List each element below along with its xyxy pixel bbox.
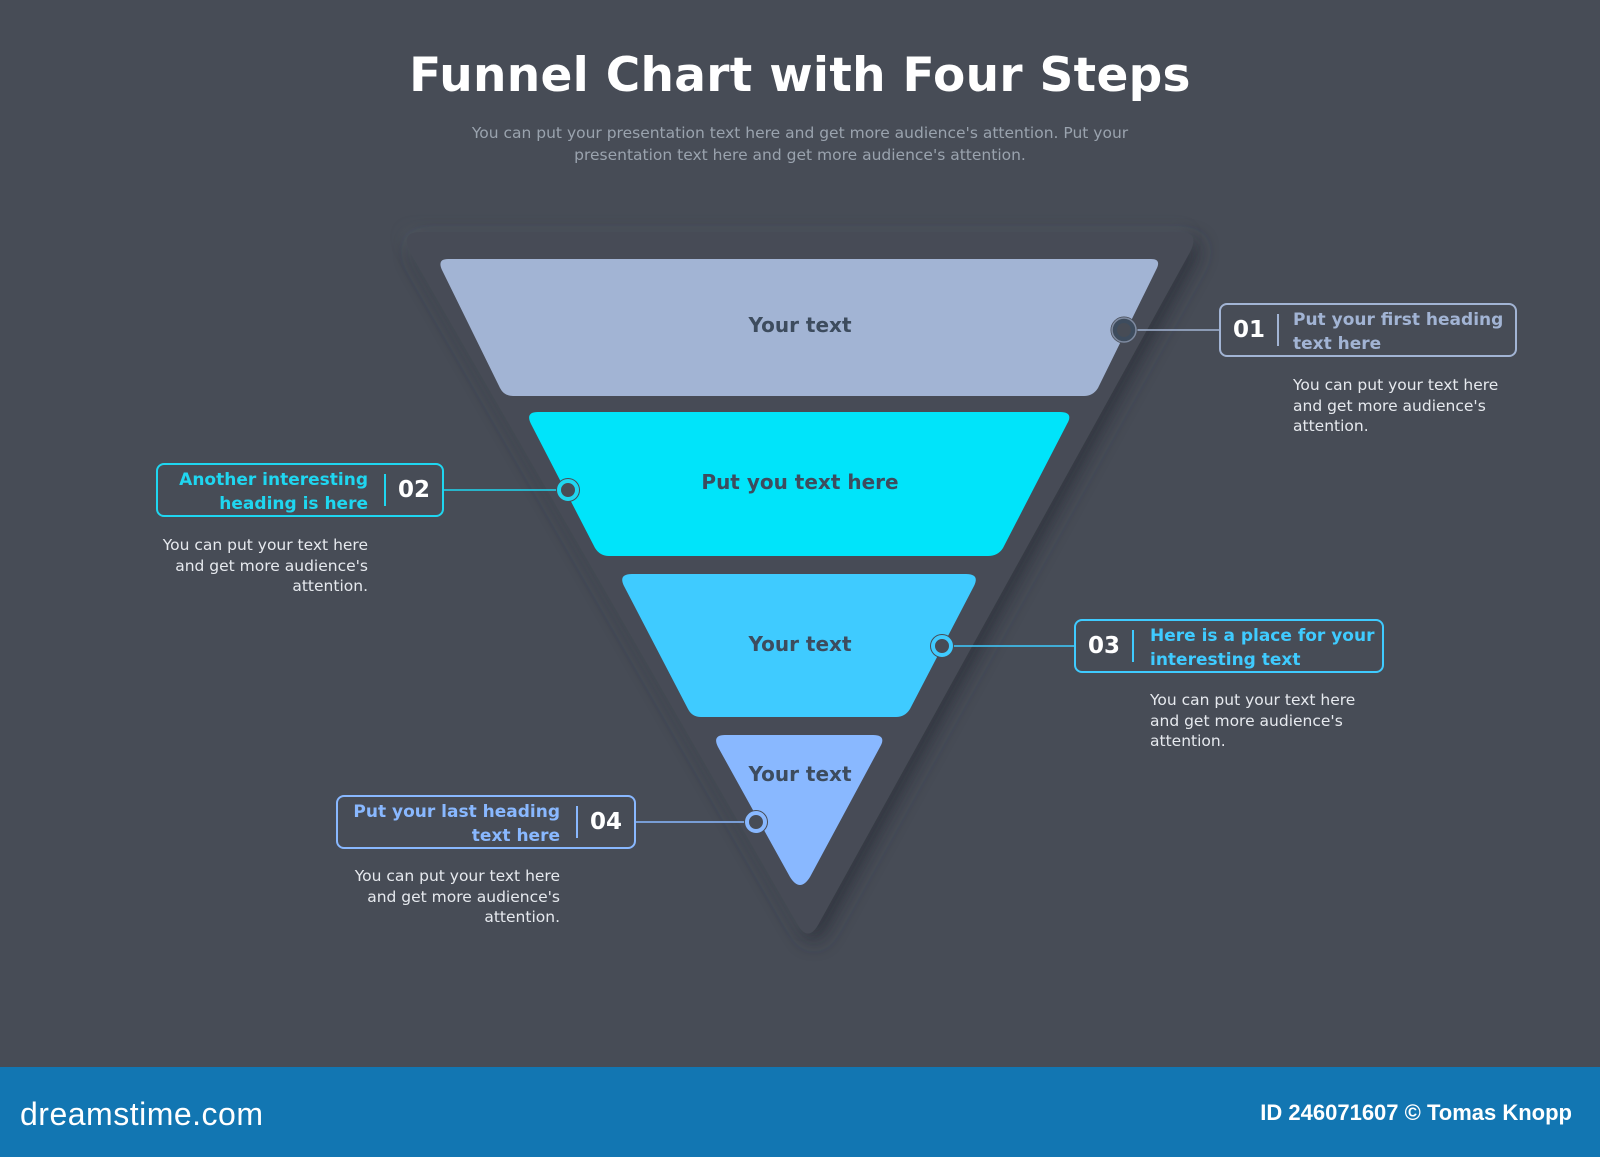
callout-heading-03-line-2: interesting text <box>1150 650 1301 670</box>
callout-description-01: You can put your text here and get more … <box>1293 375 1523 437</box>
callout-description-04: You can put your text here and get more … <box>330 866 560 928</box>
funnel-segment-2 <box>529 412 1070 556</box>
funnel-segment-4 <box>716 735 883 885</box>
callout-heading-02: Another interesting heading is here <box>179 468 368 516</box>
callout-heading-01-line-1: Put your first heading <box>1293 310 1504 330</box>
connector-dot-3 <box>930 634 954 658</box>
callout-box-02: Another interesting heading is here 02 <box>156 463 444 517</box>
funnel-segment-3-label: Your text <box>748 632 852 656</box>
callout-number-04: 04 <box>589 809 622 835</box>
callout-number-01: 01 <box>1232 317 1265 343</box>
callout-heading-04: Put your last heading text here <box>353 800 560 848</box>
callout-heading-04-line-2: text here <box>471 826 560 846</box>
funnel-segment-1-label: Your text <box>748 313 852 337</box>
watermark-logo: dreamstime.com <box>20 1096 264 1132</box>
callout-description-01-line-1: You can put your text here <box>1293 376 1499 394</box>
funnel-diagram <box>406 232 1219 934</box>
callout-description-02: You can put your text here and get more … <box>138 535 368 597</box>
callout-description-03-line-2: and get more audience's <box>1150 711 1343 730</box>
callout-box-04: Put your last heading text here 04 <box>336 795 636 849</box>
callout-heading-02-line-1: Another interesting <box>179 470 368 490</box>
page-subtitle: You can put your presentation text here … <box>460 122 1140 166</box>
callout-heading-04-line-1: Put your last heading <box>353 802 560 822</box>
watermark-credit: ID 246071607 © Tomas Knopp <box>1260 1100 1572 1125</box>
callout-heading-02-line-2: heading is here <box>219 494 368 514</box>
funnel-segment-1 <box>440 259 1159 396</box>
funnel-segment-3 <box>622 574 976 717</box>
subtitle-line-1: You can put your presentation text here … <box>471 124 1129 142</box>
callout-description-04-line-1: You can put your text here <box>354 867 560 885</box>
callout-heading-01-line-2: text here <box>1293 334 1382 354</box>
page-title: Funnel Chart with Four Steps <box>409 48 1191 103</box>
callout-description-02-line-1: You can put your text here <box>162 536 368 554</box>
callout-description-04-line-2: and get more audience's <box>367 887 560 906</box>
callout-heading-03-line-1: Here is a place for your <box>1150 626 1375 646</box>
callout-box-03: 03 Here is a place for your interesting … <box>1074 619 1384 673</box>
connector-dot-1 <box>1110 316 1138 344</box>
funnel-segment-4-label: Your text <box>748 762 852 786</box>
callout-description-02-line-2: and get more audience's <box>175 556 368 575</box>
funnel-segment-2-label: Put you text here <box>701 470 899 494</box>
callout-description-01-line-2: and get more audience's <box>1293 396 1486 415</box>
callout-number-02: 02 <box>397 477 430 503</box>
watermark-footer-bar <box>0 1067 1600 1157</box>
connector-dot-4 <box>744 810 768 834</box>
callout-description-02-line-3: attention. <box>292 577 368 595</box>
callout-number-03: 03 <box>1087 633 1120 659</box>
infographic-canvas: Funnel Chart with Four Steps You can put… <box>138 48 1523 934</box>
callout-box-01: 01 Put your first heading text here <box>1219 303 1517 357</box>
subtitle-line-2: presentation text here and get more audi… <box>574 146 1026 164</box>
connector-dot-2 <box>556 478 580 502</box>
callout-heading-03: Here is a place for your interesting tex… <box>1150 624 1374 672</box>
callout-divider-04 <box>576 806 578 838</box>
callout-heading-01: Put your first heading text here <box>1293 308 1503 356</box>
callout-divider-02 <box>384 474 386 506</box>
callout-description-04-line-3: attention. <box>484 908 560 926</box>
callout-description-03: You can put your text here and get more … <box>1150 690 1380 752</box>
callout-divider-01 <box>1277 314 1279 346</box>
callout-description-03-line-1: You can put your text here <box>1150 691 1356 709</box>
callout-description-01-line-3: attention. <box>1293 417 1369 435</box>
callout-divider-03 <box>1132 630 1134 662</box>
callout-description-03-line-3: attention. <box>1150 732 1226 750</box>
